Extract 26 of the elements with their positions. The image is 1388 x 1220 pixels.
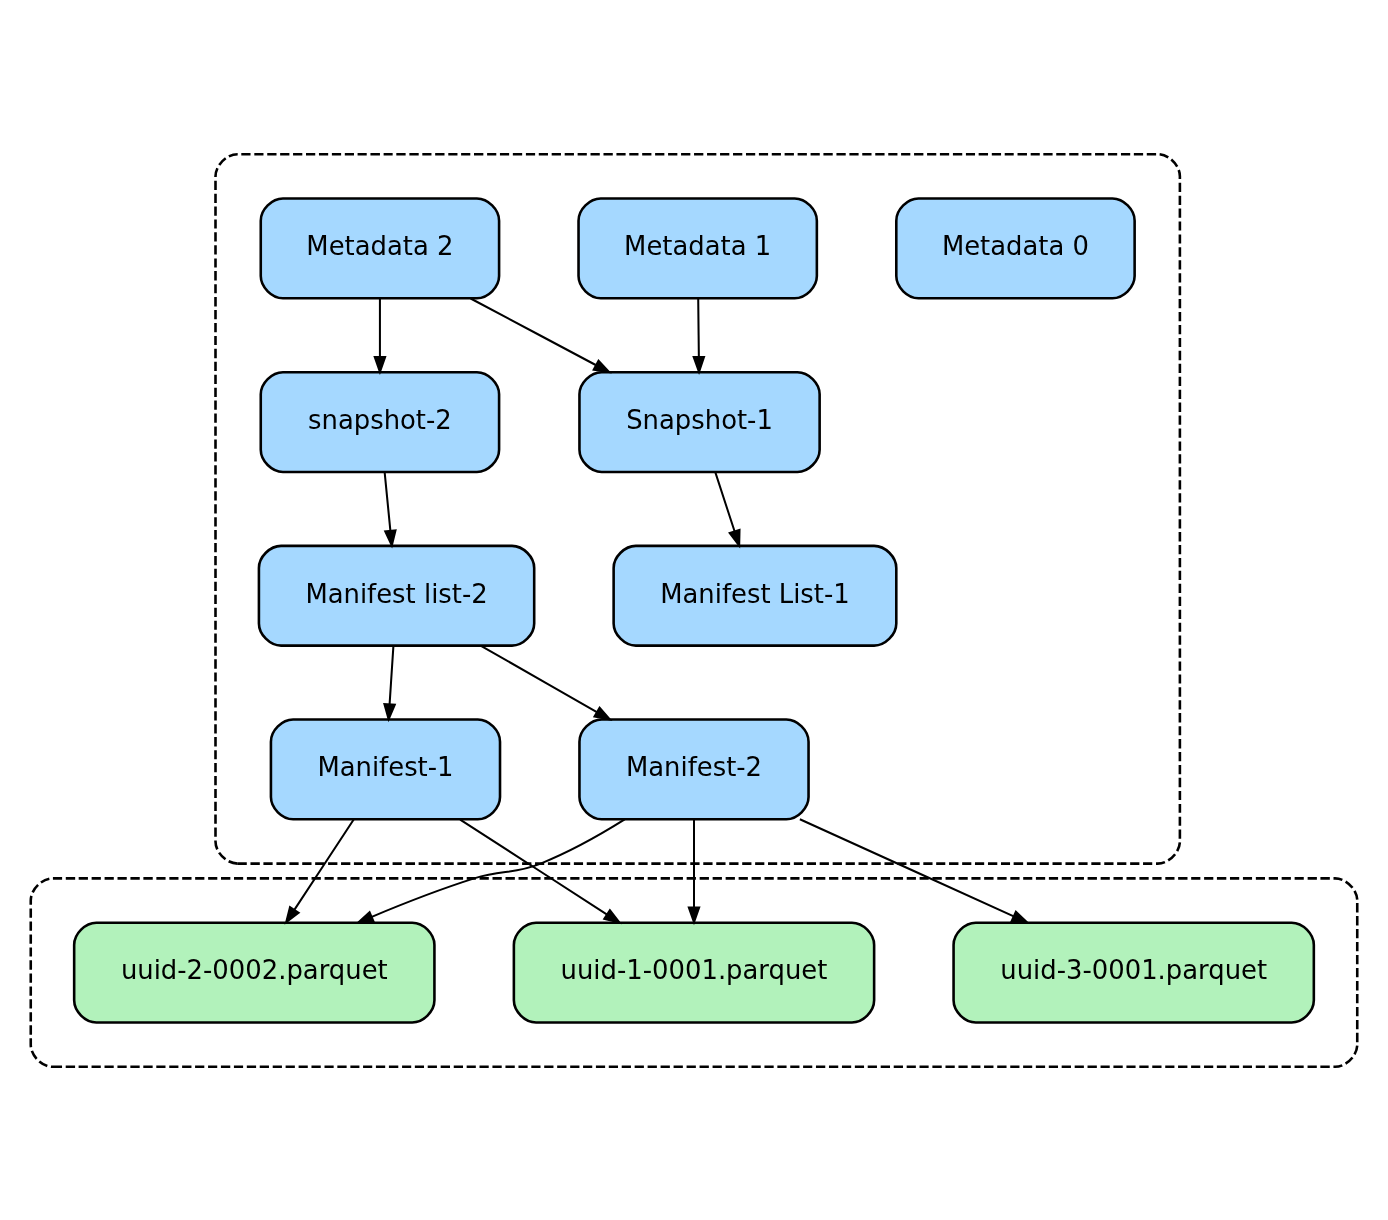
node-box: Snapshot-1 [578,370,821,473]
node-box: Manifest-2 [578,717,810,821]
node-box: uuid-1-0001.parquet [512,920,876,1024]
node-box: uuid-2-0002.parquet [72,920,436,1024]
arrow [383,645,397,722]
cluster [214,152,1182,865]
arrow [714,471,741,548]
arrow [355,818,626,924]
node-box: Manifest list-2 [257,544,536,647]
arrow [459,818,623,924]
arrow [692,298,706,375]
node-box: Metadata 2 [259,196,501,300]
arrow [480,644,613,721]
arrow [799,817,1030,924]
cluster [29,876,1359,1068]
node-box: Metadata 0 [895,196,1136,300]
node-box: snapshot-2 [259,370,501,473]
arrow [284,818,355,925]
node-box: Manifest List-1 [612,544,898,647]
arrow [470,297,612,374]
node-box: uuid-3-0001.parquet [952,920,1316,1024]
arrow [687,819,701,925]
arrow [383,471,397,549]
arrow [373,298,387,375]
node-box: Metadata 1 [577,196,819,300]
node-box: Manifest-1 [269,717,502,821]
